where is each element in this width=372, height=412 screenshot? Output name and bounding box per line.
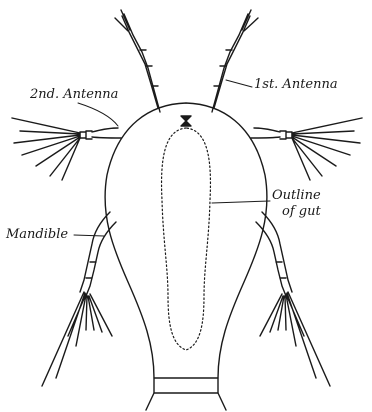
body-outline (105, 103, 267, 393)
mandible-label: Mandible (6, 228, 68, 242)
leader-mandible (74, 235, 104, 236)
eye-spot (181, 116, 191, 126)
gut-outline (162, 128, 211, 350)
left-second-antenna (12, 118, 121, 180)
leader-first-antenna (226, 80, 252, 87)
right-first-antenna (212, 10, 258, 112)
left-first-antenna (115, 10, 160, 112)
leader-second-antenna (78, 103, 118, 126)
outline-of-gut-label-line1: Outline (272, 189, 321, 203)
first-antenna-label: 1st. Antenna (254, 78, 338, 92)
right-mandible (256, 212, 330, 386)
right-second-antenna (251, 118, 362, 180)
tail-segment (146, 378, 226, 410)
leader-gut (212, 201, 270, 203)
outline-of-gut-label-line2: of gut (282, 205, 321, 219)
second-antenna-label: 2nd. Antenna (30, 88, 118, 102)
